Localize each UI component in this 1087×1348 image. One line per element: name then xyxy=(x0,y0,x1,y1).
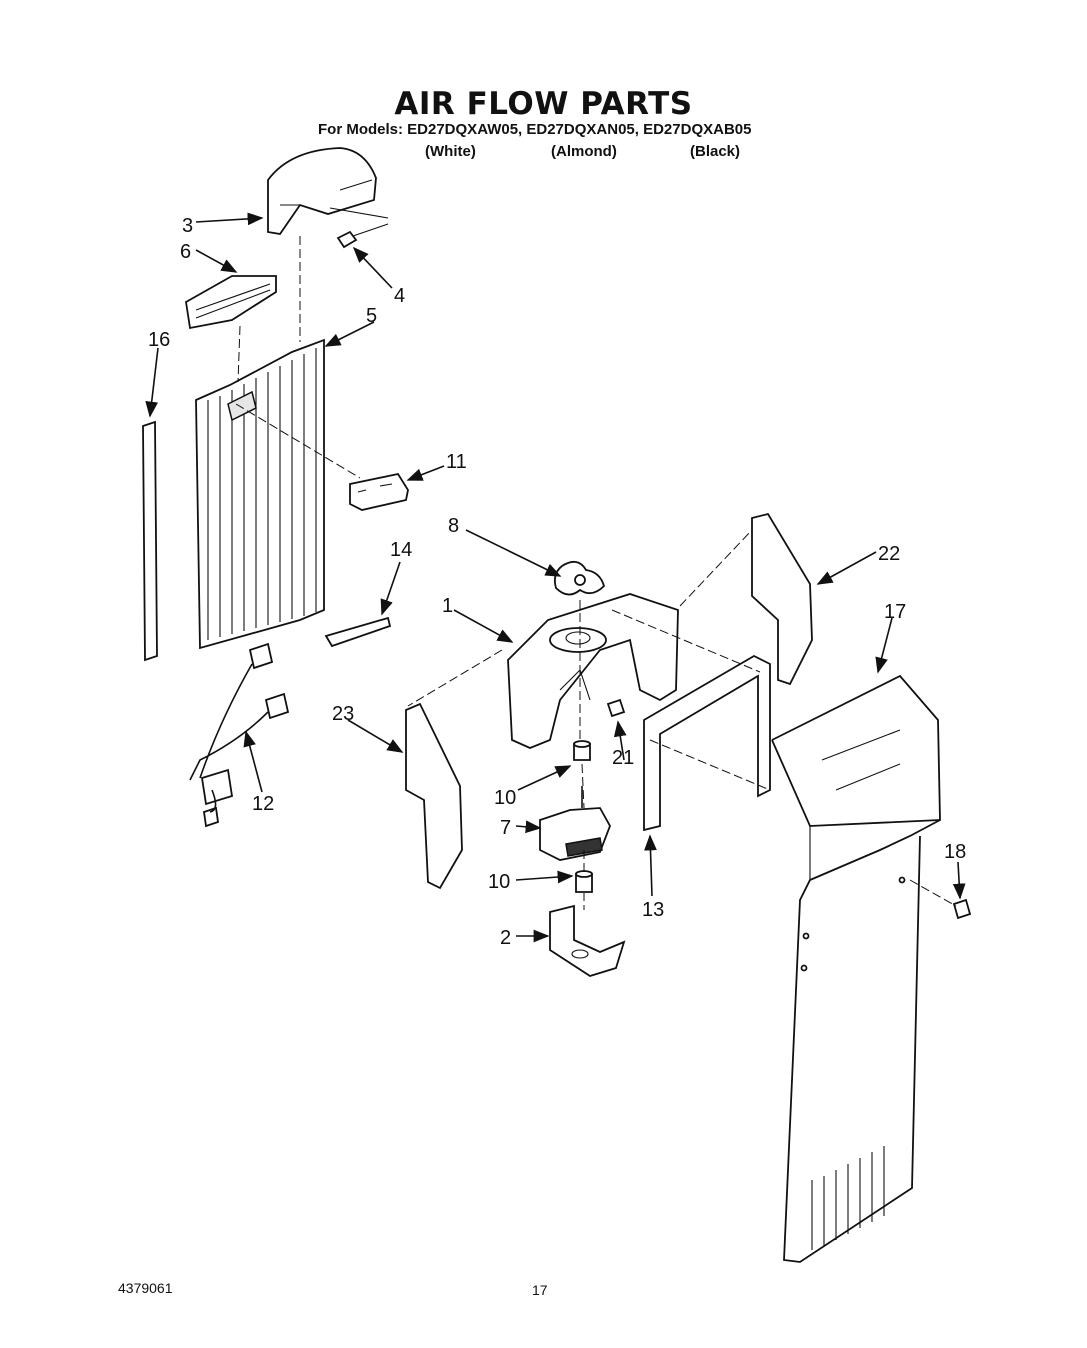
callout-2: 2 xyxy=(500,927,511,949)
part-10-grommet-lower xyxy=(575,870,593,893)
callout-3: 3 xyxy=(182,215,193,237)
page-title: AIR FLOW PARTS xyxy=(394,86,693,122)
callout-11: 11 xyxy=(446,451,467,473)
part-14-clip xyxy=(324,616,392,648)
callout-1: 1 xyxy=(442,595,453,617)
callout-16: 16 xyxy=(148,329,170,351)
color-black: (Black) xyxy=(690,143,741,160)
callout-14: 14 xyxy=(390,539,412,561)
part-3-duct-cover xyxy=(267,147,377,235)
part-21-screw xyxy=(606,698,626,718)
callout-12: 12 xyxy=(252,793,274,815)
part-10-grommet-upper xyxy=(573,740,591,761)
doc-number: 4379061 xyxy=(118,1280,173,1296)
color-almond: (Almond) xyxy=(551,143,617,160)
models-line: For Models: ED27DQXAW05, ED27DQXAN05, ED… xyxy=(318,121,752,138)
callout-17: 17 xyxy=(884,601,906,623)
part-17-rear-duct xyxy=(771,674,941,1263)
part-23-duct-side xyxy=(405,702,463,890)
part-18-screw xyxy=(952,898,972,920)
callout-4: 4 xyxy=(394,285,405,307)
part-11-control xyxy=(235,403,409,511)
callout-7: 7 xyxy=(500,817,511,839)
callout-21: 21 xyxy=(612,747,634,769)
page-number: 17 xyxy=(532,1282,548,1298)
callout-13: 13 xyxy=(642,899,664,921)
callout-5: 5 xyxy=(366,305,377,327)
part-5-evaporator-panel xyxy=(195,338,325,650)
callout-6: 6 xyxy=(180,241,191,263)
callout-10-upper: 10 xyxy=(494,787,516,809)
part-12-wire-harness xyxy=(189,642,290,828)
part-22-duct-side xyxy=(751,512,813,686)
callout-8: 8 xyxy=(448,515,459,537)
callout-22: 22 xyxy=(878,543,900,565)
part-16-seal-strip xyxy=(142,420,158,662)
part-1-fan-shroud xyxy=(507,593,679,749)
part-8-fan-blade xyxy=(553,560,606,596)
color-white: (White) xyxy=(425,143,476,160)
callout-18: 18 xyxy=(944,841,966,863)
part-7-fan-motor xyxy=(539,786,611,861)
part-2-motor-bracket xyxy=(549,904,626,977)
callout-10-lower: 10 xyxy=(488,871,510,893)
part-6-grille xyxy=(185,275,277,330)
callout-23: 23 xyxy=(332,703,354,725)
part-4-screw xyxy=(329,207,389,249)
part-13-channel xyxy=(643,654,771,832)
